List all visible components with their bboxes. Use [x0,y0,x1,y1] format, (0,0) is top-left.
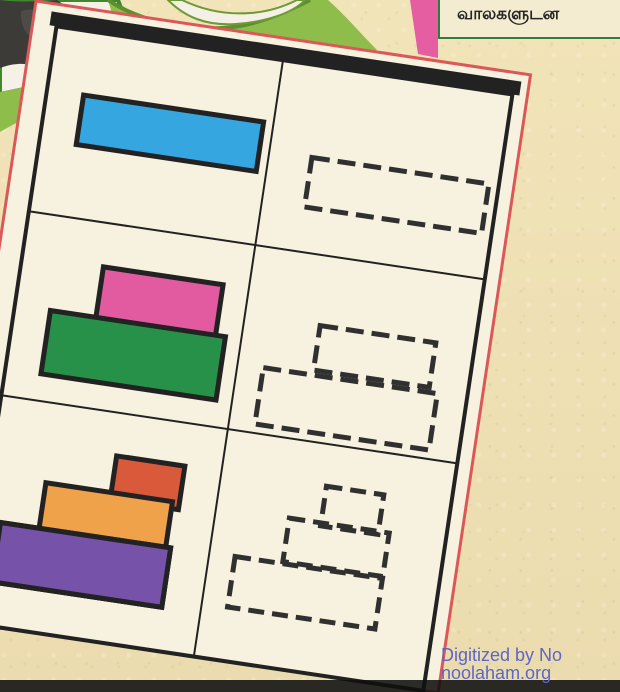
watermark-line-2: noolaham.org [441,664,562,682]
watermark-line-1: Digitized by No [441,645,562,665]
activity-sheet [0,1,531,692]
tamil-caption-box: வாலகளுடன [438,0,620,39]
digitized-watermark: Digitized by No noolaham.org [441,646,562,682]
